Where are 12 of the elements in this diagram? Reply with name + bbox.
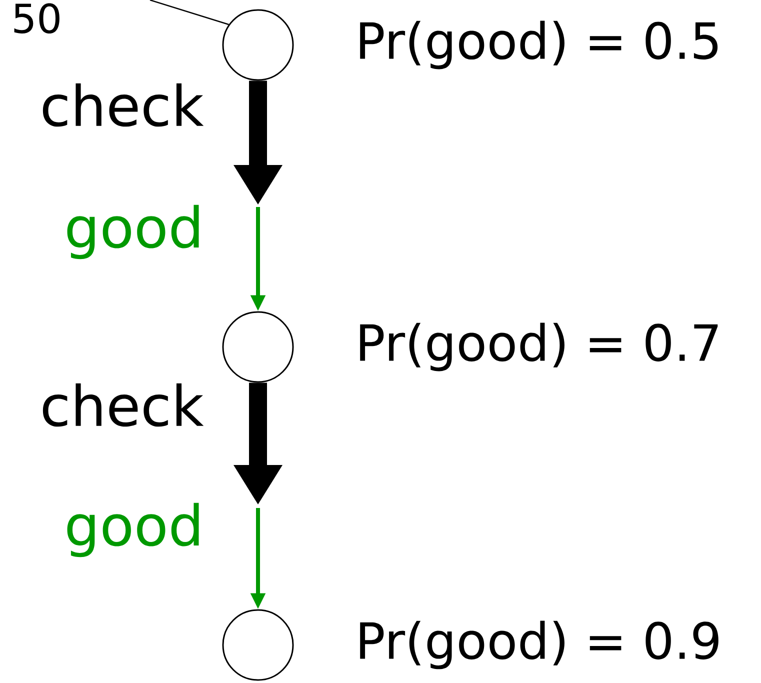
leader-line	[150, 0, 229, 26]
probability-label: Pr(good) = 0.5	[360, 20, 718, 70]
probability-label: Pr(good) = 0.9	[360, 620, 718, 670]
probability-label: Pr(good) = 0.7	[360, 322, 718, 372]
state-circle	[222, 609, 294, 681]
edge-label: check	[42, 383, 204, 427]
edge-label: check	[42, 83, 204, 127]
edge-label: good	[67, 502, 199, 558]
edge-label: good	[67, 204, 199, 260]
state-circle	[222, 311, 294, 383]
edge-label: 50	[14, 3, 60, 34]
state-circle	[222, 9, 294, 81]
